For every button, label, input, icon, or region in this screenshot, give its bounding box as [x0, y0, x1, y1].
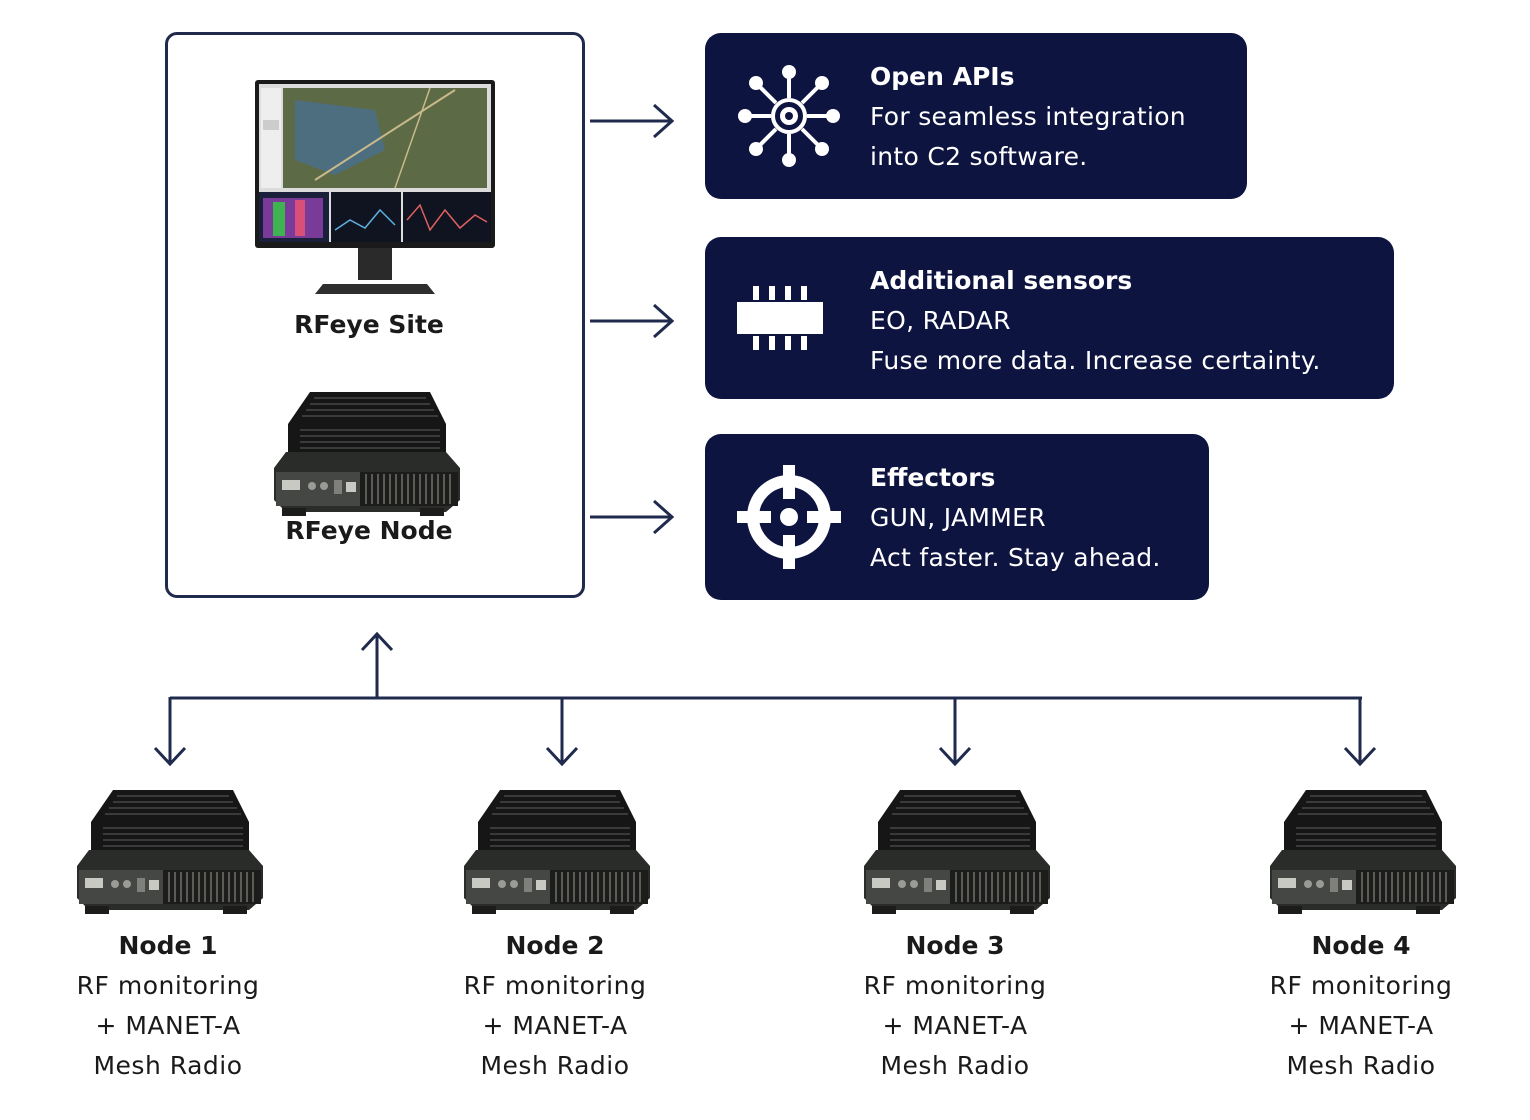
- chip-icon: [733, 278, 833, 358]
- card-line: For seamless integration: [870, 102, 1186, 131]
- rfeye-node-image: [270, 390, 464, 518]
- node-line: + MANET-A: [482, 1011, 628, 1040]
- node-2-label: Node 2 RF monitoring + MANET-A Mesh Radi…: [405, 926, 705, 1086]
- node-3-device: [860, 788, 1054, 916]
- node-4-label: Node 4 RF monitoring + MANET-A Mesh Radi…: [1211, 926, 1511, 1086]
- node-title: Node 3: [905, 931, 1005, 960]
- node-title: Node 2: [505, 931, 605, 960]
- effectors-card: Effectors GUN, JAMMER Act faster. Stay a…: [705, 434, 1209, 600]
- node-4-device: [1266, 788, 1460, 916]
- node-line: Mesh Radio: [93, 1051, 243, 1080]
- card-line: GUN, JAMMER: [870, 503, 1046, 532]
- card-title: Open APIs: [870, 62, 1015, 91]
- output-arrows: [590, 103, 675, 535]
- monitor-image: [255, 80, 495, 300]
- node-line: RF monitoring: [863, 971, 1047, 1000]
- node-line: Mesh Radio: [480, 1051, 630, 1080]
- node-3-label: Node 3 RF monitoring + MANET-A Mesh Radi…: [805, 926, 1105, 1086]
- rfeye-site-label: RFeye Site: [294, 310, 444, 339]
- rfeye-site-panel: [165, 32, 585, 598]
- node-title: Node 4: [1311, 931, 1411, 960]
- card-line: EO, RADAR: [870, 306, 1011, 335]
- rfeye-node-label: RFeye Node: [285, 516, 453, 545]
- network-gear-icon: [733, 60, 845, 172]
- card-title: Additional sensors: [870, 266, 1133, 295]
- card-line: Act faster. Stay ahead.: [870, 543, 1161, 572]
- node-2-device: [460, 788, 654, 916]
- node-line: + MANET-A: [95, 1011, 241, 1040]
- node-line: Mesh Radio: [880, 1051, 1030, 1080]
- node-line: + MANET-A: [1288, 1011, 1434, 1040]
- node-title: Node 1: [118, 931, 218, 960]
- node-line: RF monitoring: [463, 971, 647, 1000]
- card-line: Fuse more data. Increase certainty.: [870, 346, 1321, 375]
- node-line: RF monitoring: [76, 971, 260, 1000]
- crosshair-icon: [733, 461, 845, 573]
- mesh-connector-lines: [153, 631, 1377, 767]
- open-apis-card: Open APIs For seamless integration into …: [705, 33, 1247, 199]
- node-1-label: Node 1 RF monitoring + MANET-A Mesh Radi…: [18, 926, 318, 1086]
- node-line: Mesh Radio: [1286, 1051, 1436, 1080]
- card-line: into C2 software.: [870, 142, 1088, 171]
- additional-sensors-card: Additional sensors EO, RADAR Fuse more d…: [705, 237, 1394, 399]
- node-1-device: [73, 788, 267, 916]
- node-line: + MANET-A: [882, 1011, 1028, 1040]
- card-title: Effectors: [870, 463, 996, 492]
- node-line: RF monitoring: [1269, 971, 1453, 1000]
